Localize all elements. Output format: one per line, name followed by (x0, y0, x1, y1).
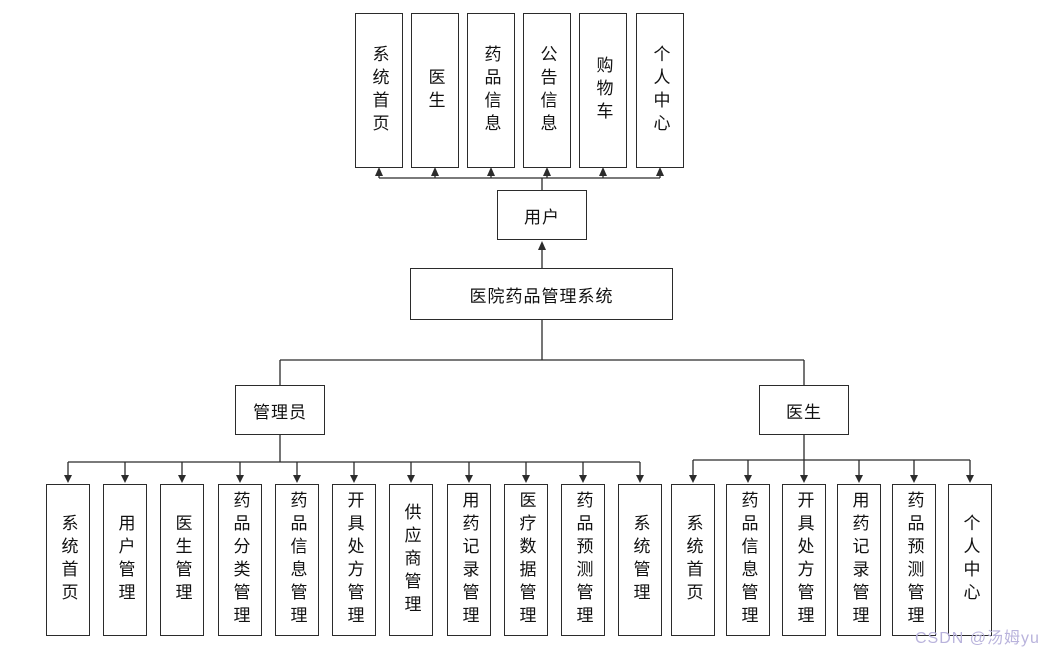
admin-module-drug-category-mgmt: 药品分类管理 (218, 484, 262, 636)
admin-module-system-mgmt: 系统管理 (618, 484, 662, 636)
admin-node: 管理员 (235, 385, 325, 435)
admin-module-drug-info-mgmt: 药品信息管理 (275, 484, 319, 636)
user-module-drug-info: 药品信息 (467, 13, 515, 168)
admin-module-prescription-mgmt: 开具处方管理 (332, 484, 376, 636)
user-module-personal-center: 个人中心 (636, 13, 684, 168)
user-node: 用户 (497, 190, 587, 240)
doctor-module-medication-record-mgmt: 用药记录管理 (837, 484, 881, 636)
doctor-module-personal-center: 个人中心 (948, 484, 992, 636)
watermark: CSDN @汤姆yu (915, 630, 1040, 647)
doctor-module-drug-info-mgmt: 药品信息管理 (726, 484, 770, 636)
admin-module-doctor-mgmt: 医生管理 (160, 484, 204, 636)
doctor-module-home: 系统首页 (671, 484, 715, 636)
admin-module-supplier-mgmt: 供应商管理 (389, 484, 433, 636)
admin-module-medication-record-mgmt: 用药记录管理 (447, 484, 491, 636)
admin-module-drug-forecast-mgmt: 药品预测管理 (561, 484, 605, 636)
admin-module-medical-data-mgmt: 医疗数据管理 (504, 484, 548, 636)
doctor-module-prescription-mgmt: 开具处方管理 (782, 484, 826, 636)
user-module-home: 系统首页 (355, 13, 403, 168)
admin-module-home: 系统首页 (46, 484, 90, 636)
root-node-system-title: 医院药品管理系统 (410, 268, 673, 320)
user-module-cart: 购物车 (579, 13, 627, 168)
admin-module-user-mgmt: 用户管理 (103, 484, 147, 636)
doctor-node: 医生 (759, 385, 849, 435)
doctor-module-drug-forecast-mgmt: 药品预测管理 (892, 484, 936, 636)
user-module-doctor: 医生 (411, 13, 459, 168)
user-module-announcement: 公告信息 (523, 13, 571, 168)
